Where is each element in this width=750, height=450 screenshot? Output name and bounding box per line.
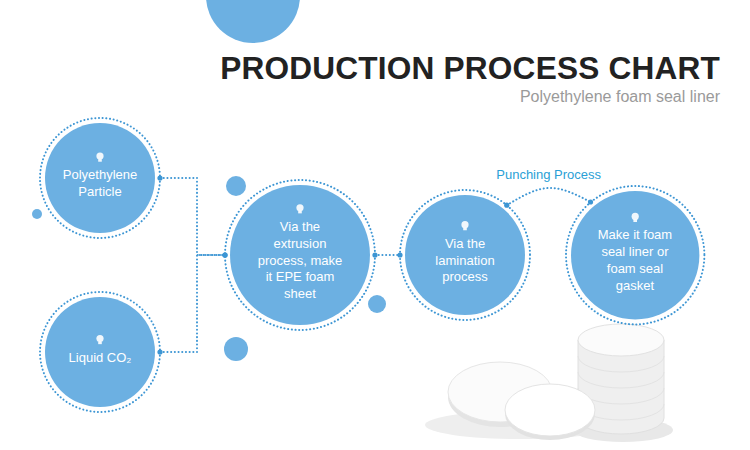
- dotted-connector: [375, 254, 400, 256]
- node-text: Via the extrusion process, make it EPE f…: [253, 219, 346, 303]
- text-group: Make it foam seal liner or foam seal gas…: [588, 227, 681, 295]
- node-text: Polyethylene Particle: [59, 167, 142, 201]
- bulb-icon: [296, 204, 303, 213]
- dotted-connector: [160, 178, 225, 255]
- deco-dot: [368, 295, 386, 313]
- text-group: Via the lamination process: [420, 236, 510, 287]
- text-group: Liquid CO₂: [59, 350, 142, 367]
- text-group: Via the extrusion process, make it EPE f…: [253, 219, 346, 303]
- process-circle: Via the extrusion process, make it EPE f…: [223, 178, 377, 332]
- process-circle: Liquid CO₂: [38, 290, 162, 414]
- bulb-icon: [96, 335, 103, 344]
- bulb-icon: [461, 221, 468, 230]
- deco-dot: [226, 176, 246, 196]
- node-text: Liquid CO₂: [59, 350, 142, 367]
- edge-label: Punching Process: [493, 167, 604, 182]
- subtitle: Polyethylene foam seal liner: [520, 88, 720, 106]
- text-group: Polyethylene Particle: [59, 167, 142, 201]
- bulb-icon: [96, 153, 103, 162]
- chart-title: PRODUCTION PROCESS CHART: [220, 50, 720, 87]
- deco-dot: [32, 209, 42, 219]
- process-circle: Polyethylene Particle: [38, 116, 162, 240]
- deco-dot: [224, 337, 248, 361]
- node-text: Via the lamination process: [420, 236, 510, 287]
- deco-dot: [206, 0, 300, 43]
- process-circle: Via the lamination process: [398, 188, 532, 322]
- dotted-connector: [507, 188, 591, 205]
- foam-liner-illustration: [425, 324, 673, 442]
- node-text: Make it foam seal liner or foam seal gas…: [588, 227, 681, 295]
- bulb-icon: [631, 213, 638, 222]
- process-circle: Make it foam seal liner or foam seal gas…: [564, 184, 706, 326]
- dotted-connector: [160, 255, 225, 352]
